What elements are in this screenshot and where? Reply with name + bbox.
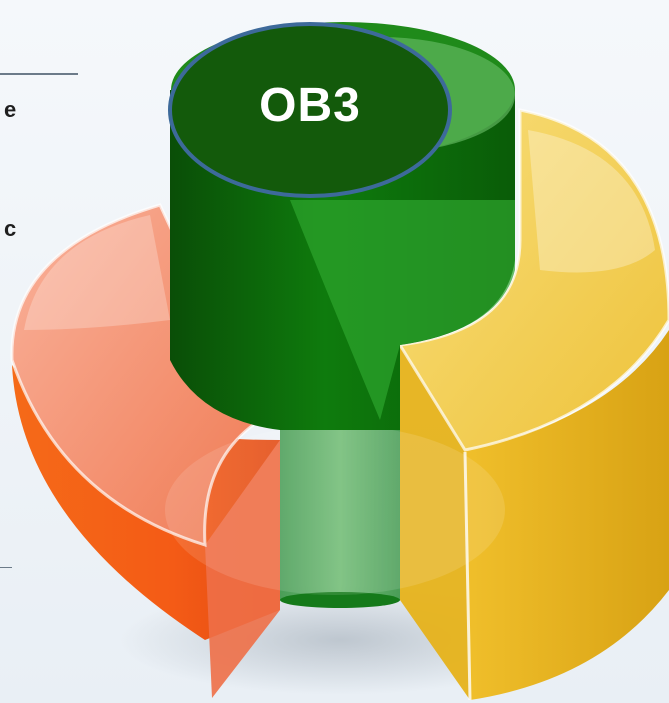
center-label: OB3 [259, 79, 361, 132]
clipped-text-fragment: e [4, 97, 17, 122]
label-oval [168, 22, 452, 198]
clipped-text-fragment: c [4, 216, 17, 241]
divider-line [0, 73, 78, 75]
divider-line [0, 567, 12, 568]
yellow-segment [397, 108, 669, 701]
